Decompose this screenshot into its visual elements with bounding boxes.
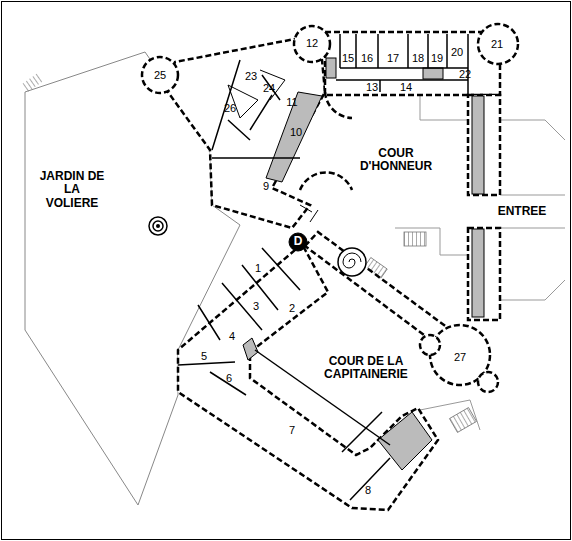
area-name: JARDIN DE LA VOLIERE (37, 170, 107, 210)
room-number: 4 (229, 330, 235, 342)
area-name: COUR D'HONNEUR (351, 147, 441, 173)
room-number: 26 (224, 102, 236, 114)
area-name: COUR DE LA CAPITAINERIE (319, 355, 414, 381)
room-number: 3 (253, 300, 259, 312)
room-number: 15 (342, 52, 354, 64)
marker-letter: D (294, 235, 303, 248)
room-number: 18 (412, 52, 424, 64)
room-number: 25 (154, 69, 166, 81)
room-number: 24 (263, 82, 275, 94)
room-number: 1 (255, 262, 261, 274)
room-number: 23 (245, 70, 257, 82)
room-number: 14 (400, 81, 412, 93)
room-number: 7 (289, 424, 295, 436)
room-number: 16 (361, 52, 373, 64)
room-number: 2 (289, 302, 295, 314)
room-number: 5 (201, 350, 207, 362)
room-number: 19 (431, 52, 443, 64)
room-number: 9 (263, 180, 269, 192)
room-number: 27 (454, 351, 466, 363)
room-number: 17 (387, 52, 399, 64)
room-number: 6 (226, 372, 232, 384)
room-number: 21 (491, 38, 503, 50)
room-number: 22 (459, 68, 471, 80)
entrance-label: ENTREE (498, 205, 547, 218)
room-number: 10 (290, 126, 302, 138)
room-number: 20 (451, 46, 463, 58)
room-number: 8 (365, 484, 371, 496)
room-number: 11 (286, 96, 297, 108)
room-number: 12 (306, 37, 318, 49)
room-number: 13 (366, 81, 378, 93)
